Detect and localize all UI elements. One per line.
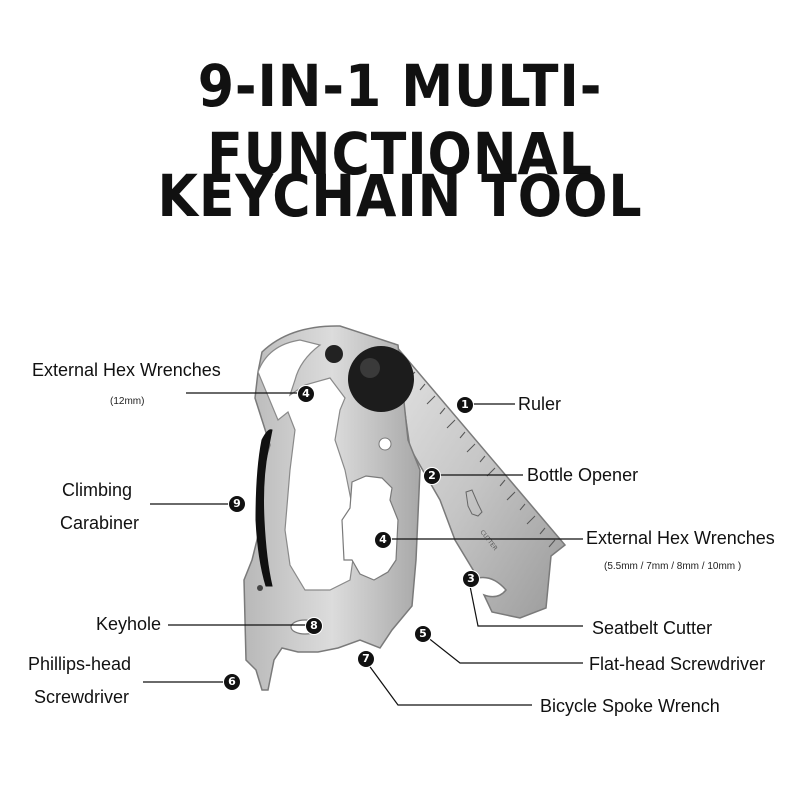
label-ruler: Ruler: [518, 394, 562, 414]
label-climbing: Climbing: [62, 480, 133, 500]
badge-4-mid: 4: [374, 531, 392, 549]
note-12mm: (12mm): [110, 396, 145, 407]
title-line-2: KEYCHAIN TOOL: [157, 162, 643, 230]
badge-4-top: 4: [297, 385, 315, 403]
label-external-hex-wrenches-sizes: External Hex Wrenches: [586, 528, 775, 548]
badge-9: 9: [228, 495, 246, 513]
pivot-knob: [348, 346, 414, 412]
label-external-hex-wrenches-12mm: External Hex Wrenches: [32, 360, 221, 380]
small-dot: [257, 585, 263, 591]
badge-5: 5: [414, 625, 432, 643]
label-bicycle-spoke-wrench: Bicycle Spoke Wrench: [540, 696, 720, 716]
rivet-small: [325, 345, 343, 363]
body-hole: [378, 437, 392, 451]
label-screwdriver: Screwdriver: [34, 687, 130, 707]
label-bottle-opener: Bottle Opener: [527, 465, 639, 485]
hex-wrench-cutout: [341, 475, 399, 581]
badge-3: 3: [462, 570, 480, 588]
carabiner-wire-gate: [255, 429, 273, 587]
label-seatbelt-cutter: Seatbelt Cutter: [592, 618, 713, 638]
label-phillips-head: Phillips-head: [28, 654, 132, 674]
badge-1: 1: [456, 396, 474, 414]
title-line-1: 9-IN-1 MULTI-FUNCTIONAL: [197, 52, 603, 188]
bottle-engraving-icon: [465, 489, 483, 517]
badge-6: 6: [223, 673, 241, 691]
pivot-knob-highlight: [360, 358, 380, 378]
label-carabiner: Carabiner: [60, 513, 140, 533]
badge-7: 7: [357, 650, 375, 668]
badge-8: 8: [305, 617, 323, 635]
carabiner-hook: [257, 339, 356, 591]
note-hex-sizes: (5.5mm / 7mm / 8mm / 10mm ): [604, 561, 742, 572]
label-keyhole: Keyhole: [96, 614, 162, 634]
label-flat-head-screwdriver: Flat-head Screwdriver: [589, 654, 766, 674]
badge-2: 2: [423, 467, 441, 485]
leader-lines: [143, 392, 583, 706]
